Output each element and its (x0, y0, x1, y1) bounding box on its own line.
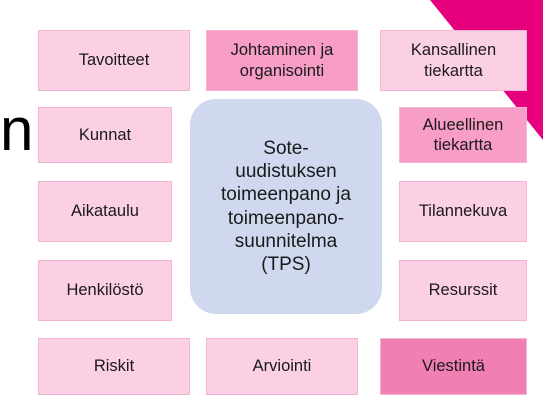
box-alueellinen-tiekartta: Alueellinen tiekartta (399, 107, 527, 163)
center-box-tps: Sote- uudistuksen toimeenpano ja toimeen… (190, 99, 382, 314)
box-riskit: Riskit (38, 338, 190, 395)
box-kunnat: Kunnat (38, 107, 172, 163)
box-viestinta: Viestintä (380, 338, 527, 395)
box-resurssit: Resurssit (399, 260, 527, 321)
background-text-fragment: n (0, 100, 34, 160)
box-henkilosto: Henkilöstö (38, 260, 172, 321)
box-tilannekuva: Tilannekuva (399, 181, 527, 242)
box-arviointi: Arviointi (206, 338, 358, 395)
box-johtaminen: Johtaminen ja organisointi (206, 30, 358, 91)
box-tavoitteet: Tavoitteet (38, 30, 190, 91)
box-kansallinen-tiekartta: Kansallinen tiekartta (380, 30, 527, 91)
box-aikataulu: Aikataulu (38, 181, 172, 242)
